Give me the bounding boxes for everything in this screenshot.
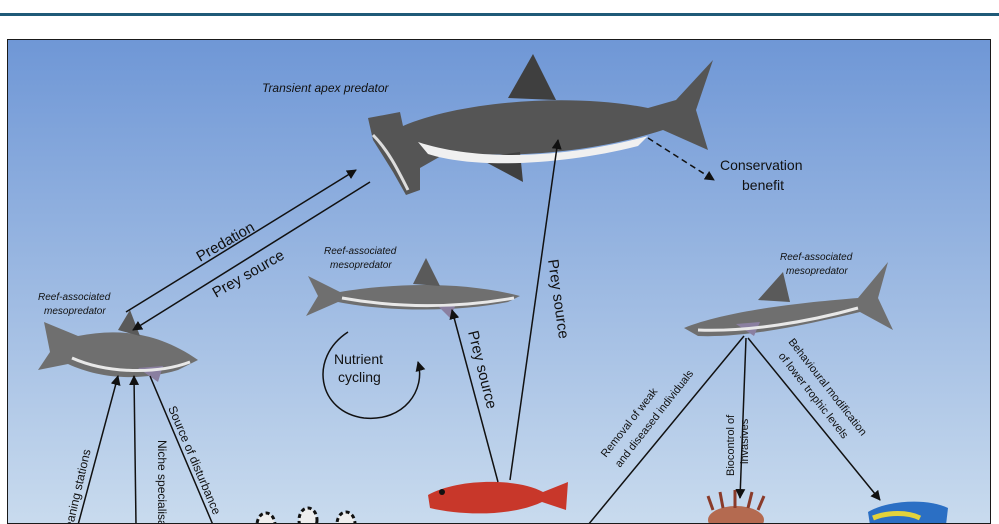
red-grouper-icon [428, 481, 568, 514]
prey-source-center-diag-arrow [449, 309, 499, 483]
niche-arrow [129, 375, 140, 523]
niche-label: Niche specialisation [155, 440, 169, 524]
nutrient-label-2: cycling [338, 369, 381, 385]
prey-source-left-arrow [132, 181, 371, 331]
meso-center-label-1: Reef-associated [324, 246, 397, 257]
header-rule [0, 0, 999, 22]
meso-left-label-1: Reef-associated [38, 292, 111, 303]
meso-center-label-2: mesopredator [330, 260, 392, 271]
conservation-label-1: Conservation [720, 157, 803, 173]
biocontrol-label-2: invasives [739, 418, 751, 464]
conservation-label-2: benefit [742, 177, 784, 193]
predation-arrow [125, 169, 357, 313]
biocontrol-label-1: Biocontrol of [725, 414, 737, 476]
apex-title: Transient apex predator [262, 81, 390, 95]
ecology-diagram: Transient apex predator Conservation ben… [7, 39, 991, 524]
prey-source-center-vertical-arrow [509, 139, 562, 481]
nutrient-label-1: Nutrient [334, 351, 383, 367]
arrows [77, 137, 881, 523]
meso-right-label-1: Reef-associated [780, 252, 853, 263]
reef-shark-center-icon [306, 258, 520, 318]
removal-arrow [588, 335, 745, 523]
parrotfish-icon [868, 501, 948, 523]
meso-right-label-2: mesopredator [786, 266, 848, 277]
hammerhead-shark-icon [368, 54, 713, 195]
disturbance-arrow [149, 375, 213, 523]
meso-left-label-2: mesopredator [44, 306, 106, 317]
biocontrol-arrow [735, 337, 747, 499]
behavioural-arrow [747, 337, 881, 501]
conservation-arrow [647, 137, 715, 181]
reef-shark-right-icon [684, 262, 893, 337]
nutrient-cycle-arrow [322, 331, 426, 419]
striped-fish-icon [255, 506, 357, 523]
cleaning-arrow [77, 375, 121, 523]
lionfish-icon [706, 490, 766, 523]
